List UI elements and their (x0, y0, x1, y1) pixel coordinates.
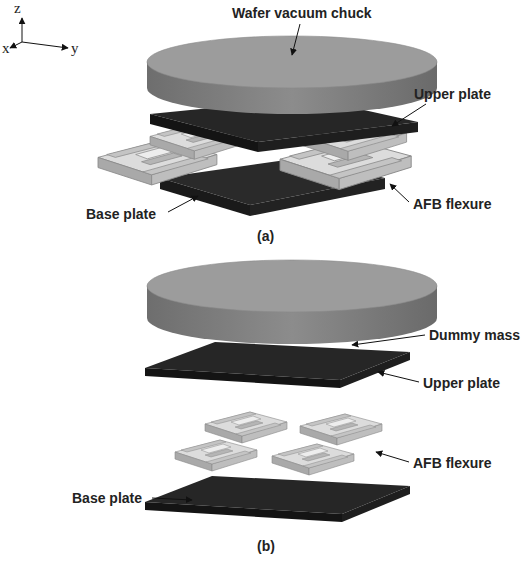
part-label: AFB flexure (413, 196, 492, 212)
axis-label: y (71, 40, 79, 56)
subfigure-label: (b) (257, 538, 275, 554)
part-label: Wafer vacuum chuck (232, 5, 372, 21)
exploded-view (145, 260, 437, 522)
part-label: Upper plate (414, 86, 491, 102)
axis-label: x (2, 40, 10, 56)
subfigure-label: (a) (257, 228, 274, 244)
leader-lines (152, 24, 426, 500)
axis-label: z (14, 0, 21, 16)
part-label: Upper plate (423, 375, 500, 391)
part-label: AFB flexure (413, 455, 492, 471)
part-label: Base plate (86, 206, 156, 222)
axis-triad (10, 18, 68, 48)
part-label: Base plate (72, 490, 142, 506)
assembled-view (98, 36, 437, 216)
part-label: Dummy mass (429, 327, 520, 343)
